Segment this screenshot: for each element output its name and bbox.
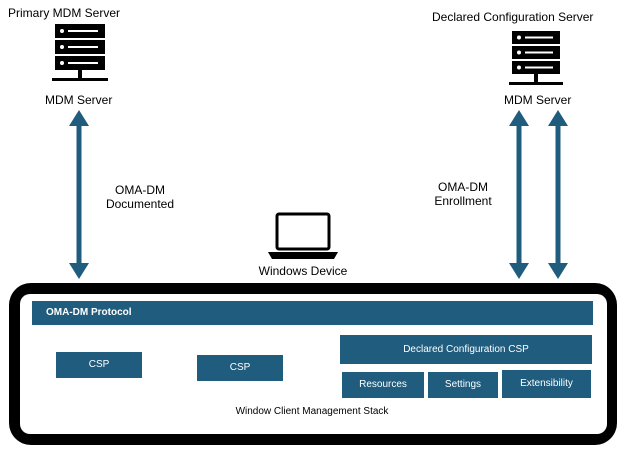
laptop-icon: [268, 212, 338, 259]
device-label: Windows Device: [258, 264, 348, 278]
right-link-line1: OMA-DM: [438, 180, 488, 194]
server-icon: [509, 31, 563, 85]
oma-dm-protocol-bar: OMA-DM Protocol: [32, 301, 593, 325]
csp-box-2: CSP: [197, 355, 283, 381]
csp-box-1: CSP: [56, 352, 142, 378]
right-double-arrow-1: [509, 110, 529, 279]
left-link-line2: Documented: [105, 197, 175, 211]
left-link-label: OMA-DM Documented: [95, 183, 185, 211]
right-link-line2: Enrollment: [434, 194, 492, 208]
extensibility-box: Extensibility: [502, 370, 591, 398]
server-icon: [52, 24, 108, 81]
declared-configuration-csp-box: Declared Configuration CSP: [340, 335, 592, 364]
right-server-label: MDM Server: [504, 93, 572, 107]
left-link-line1: OMA-DM: [115, 183, 165, 197]
settings-box: Settings: [428, 372, 498, 398]
right-double-arrow-2: [548, 110, 568, 279]
primary-server-title: Primary MDM Server: [8, 6, 121, 20]
resources-box: Resources: [342, 372, 424, 398]
right-link-label: OMA-DM Enrollment: [418, 180, 508, 208]
left-double-arrow: [69, 110, 89, 279]
declared-server-title: Declared Configuration Server: [432, 10, 594, 24]
client-stack-caption: Window Client Management Stack: [235, 406, 389, 417]
left-server-label: MDM Server: [45, 93, 113, 107]
